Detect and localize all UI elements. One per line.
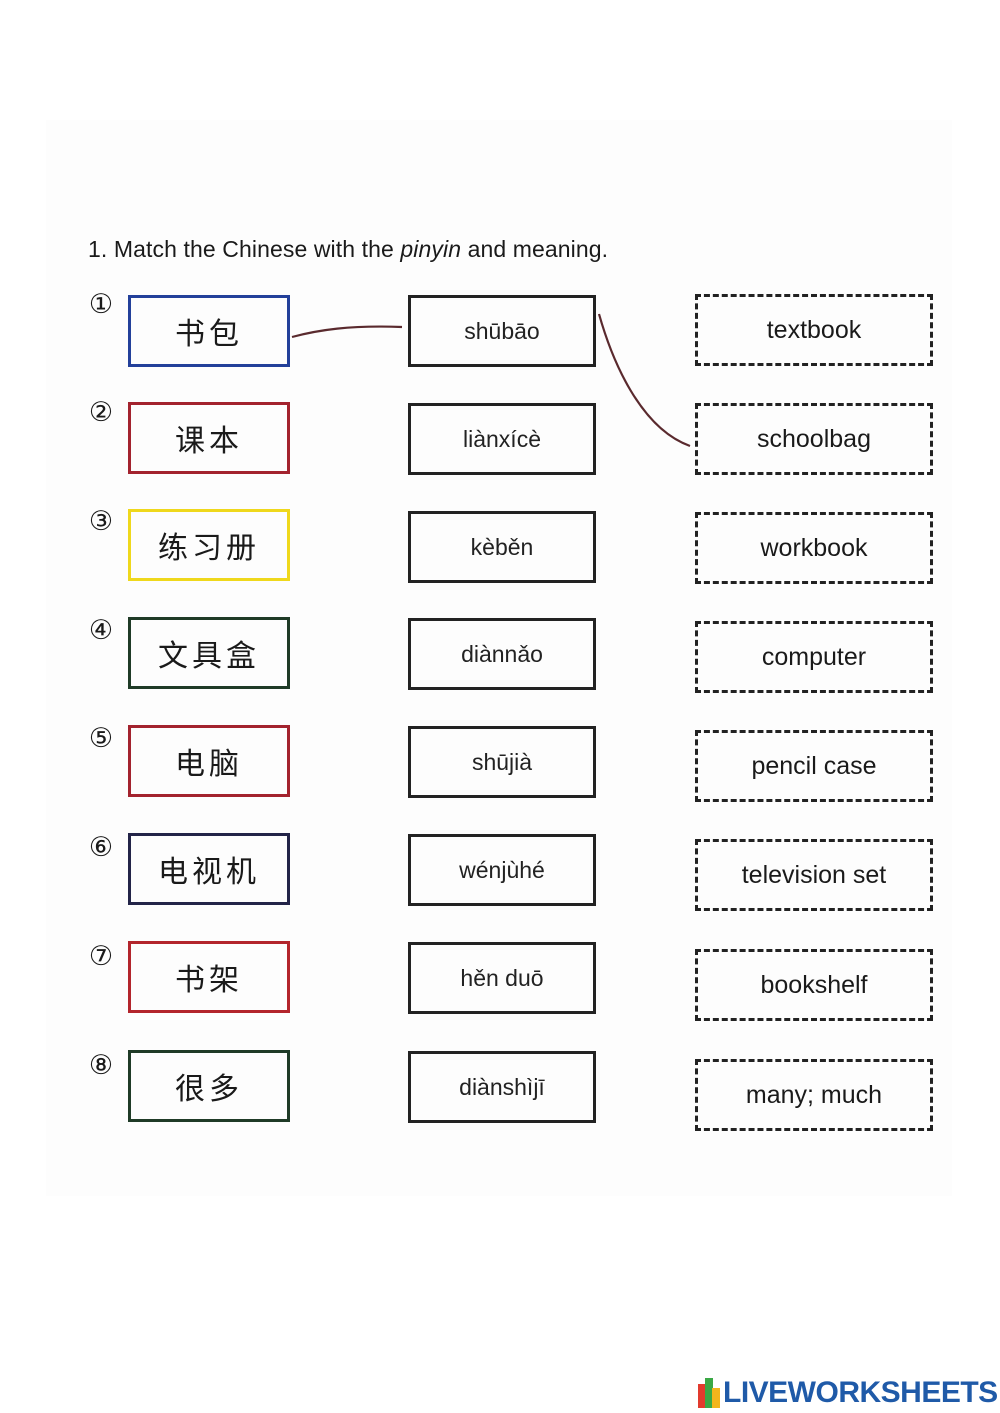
chinese-box-3[interactable]: 练习册 bbox=[128, 509, 290, 581]
item-number-1: ① bbox=[88, 289, 114, 320]
pinyin-box-2[interactable]: liànxícè bbox=[408, 403, 596, 475]
pinyin-box-1[interactable]: shūbāo bbox=[408, 295, 596, 367]
chinese-box-8[interactable]: 很多 bbox=[128, 1050, 290, 1122]
item-number-3: ③ bbox=[88, 506, 114, 537]
pinyin-box-5[interactable]: shūjià bbox=[408, 726, 596, 798]
exercise-title: 1. Match the Chinese with the pinyin and… bbox=[88, 236, 608, 263]
meaning-box-1[interactable]: textbook bbox=[695, 294, 933, 366]
item-number-2: ② bbox=[88, 397, 114, 428]
chinese-box-5[interactable]: 电脑 bbox=[128, 725, 290, 797]
pinyin-box-4[interactable]: diànnǎo bbox=[408, 618, 596, 690]
worksheet-page bbox=[46, 120, 952, 1196]
title-suffix: and meaning. bbox=[461, 236, 609, 262]
meaning-box-8[interactable]: many; much bbox=[695, 1059, 933, 1131]
chinese-box-6[interactable]: 电视机 bbox=[128, 833, 290, 905]
liveworksheets-logo: LIVEWORKSHEETS bbox=[698, 1376, 998, 1410]
pinyin-box-7[interactable]: hěn duō bbox=[408, 942, 596, 1014]
chinese-box-4[interactable]: 文具盒 bbox=[128, 617, 290, 689]
pinyin-box-3[interactable]: kèběn bbox=[408, 511, 596, 583]
pinyin-box-8[interactable]: diànshìjī bbox=[408, 1051, 596, 1123]
meaning-box-6[interactable]: television set bbox=[695, 839, 933, 911]
meaning-box-5[interactable]: pencil case bbox=[695, 730, 933, 802]
meaning-box-4[interactable]: computer bbox=[695, 621, 933, 693]
item-number-6: ⑥ bbox=[88, 832, 114, 863]
logo-text: LIVEWORKSHEETS bbox=[723, 1376, 998, 1409]
chinese-box-7[interactable]: 书架 bbox=[128, 941, 290, 1013]
pinyin-box-6[interactable]: wénjùhé bbox=[408, 834, 596, 906]
item-number-7: ⑦ bbox=[88, 941, 114, 972]
logo-mark-icon bbox=[698, 1378, 720, 1408]
item-number-8: ⑧ bbox=[88, 1050, 114, 1081]
connector-pinyin-to-meaning bbox=[597, 313, 691, 448]
meaning-box-3[interactable]: workbook bbox=[695, 512, 933, 584]
meaning-box-2[interactable]: schoolbag bbox=[695, 403, 933, 475]
title-prefix: 1. Match the Chinese with the bbox=[88, 236, 401, 262]
meaning-box-7[interactable]: bookshelf bbox=[695, 949, 933, 1021]
chinese-box-1[interactable]: 书包 bbox=[128, 295, 290, 367]
title-italic-word: pinyin bbox=[400, 236, 462, 262]
connector-chinese-to-pinyin bbox=[291, 325, 403, 339]
item-number-5: ⑤ bbox=[88, 723, 114, 754]
item-number-4: ④ bbox=[88, 615, 114, 646]
chinese-box-2[interactable]: 课本 bbox=[128, 402, 290, 474]
